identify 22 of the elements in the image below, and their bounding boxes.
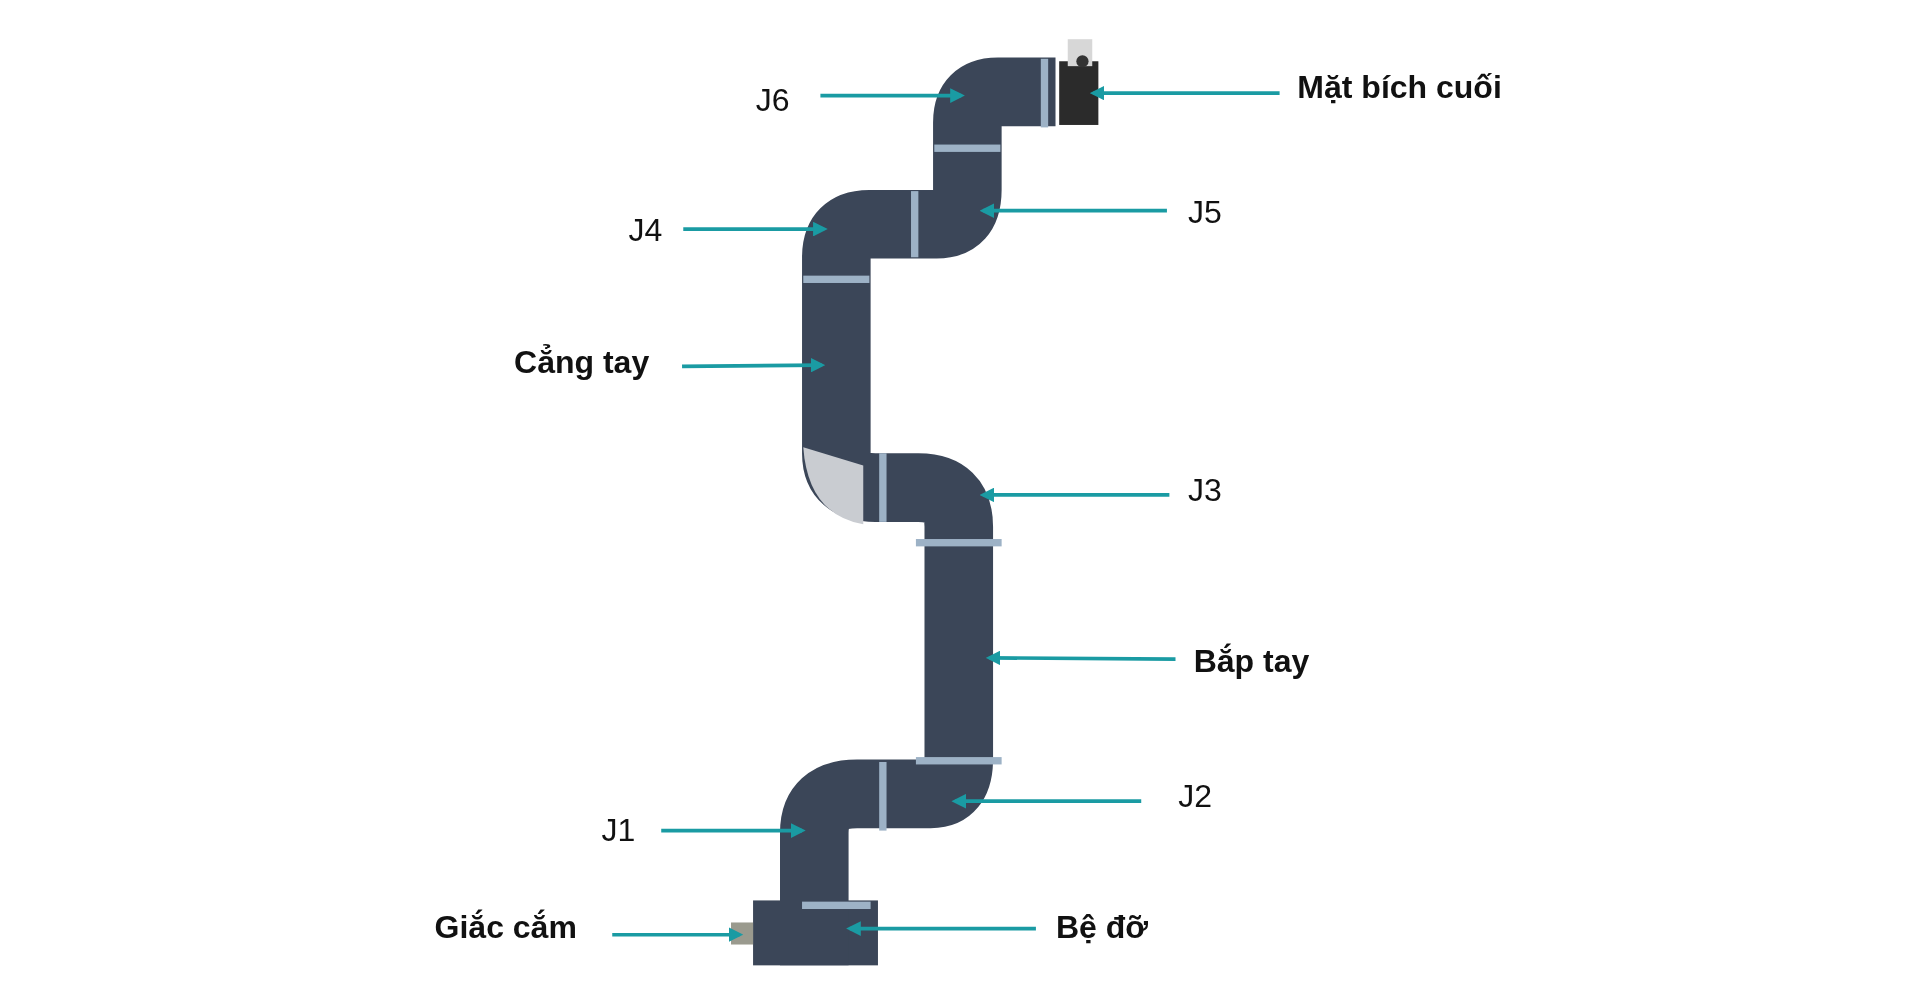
leader-line [979, 203, 1167, 219]
leader-line [683, 221, 828, 237]
part-label: Mặt bích cuối [1297, 68, 1502, 106]
part-label: Cẳng tay [514, 343, 650, 381]
part-label: Bệ đỡ [1056, 908, 1149, 946]
part-label: J2 [1178, 777, 1212, 815]
leader-line [951, 793, 1142, 809]
leader-line [979, 487, 1170, 503]
part-label: Giắc cắm [434, 908, 577, 946]
leader-line [612, 927, 744, 943]
part-label: J4 [628, 211, 663, 249]
leader-line [682, 357, 826, 373]
part-label: J1 [601, 811, 636, 849]
part-label: J5 [1188, 193, 1222, 231]
leader-line [846, 921, 1036, 936]
leader-line [985, 650, 1176, 666]
part-label: J6 [755, 81, 790, 119]
leader-line [1089, 85, 1280, 101]
leader-line [820, 88, 965, 103]
part-label: J3 [1188, 471, 1222, 509]
leader-line [661, 823, 806, 838]
part-label: Bắp tay [1193, 642, 1310, 680]
